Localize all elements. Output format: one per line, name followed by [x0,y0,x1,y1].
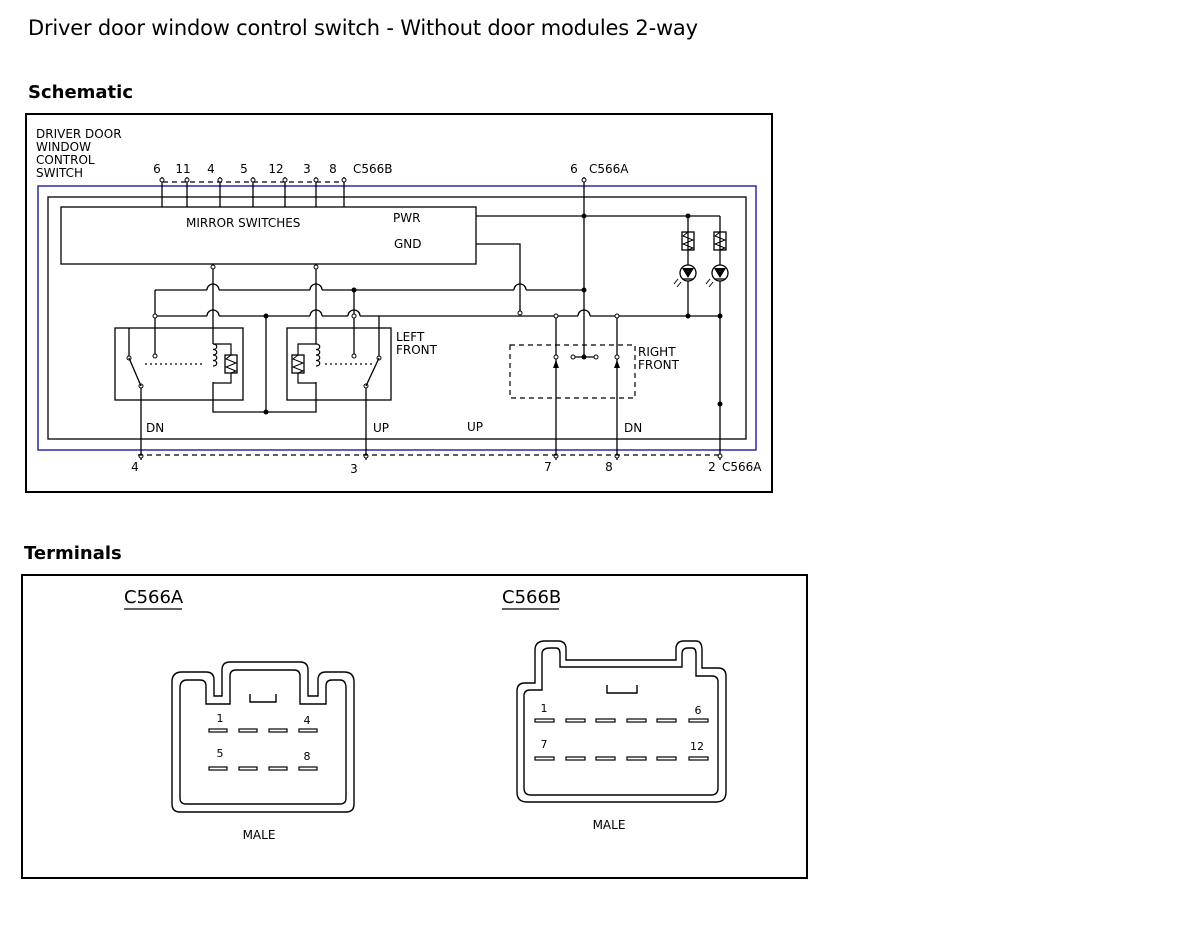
bottom-connector-label: C566A [722,460,762,474]
pwr-label: PWR [393,211,420,225]
pin-label: 4 [131,460,139,474]
pin-label: 5 [217,747,224,760]
switch-assembly-outline [37,185,757,451]
connector-a-pin-labels: 4 3 7 8 2 C566A [131,460,762,476]
pin-label: 7 [544,460,552,474]
switch-housing [47,196,747,440]
pin-label: 6 [570,162,578,176]
pin-label: 6 [695,704,702,717]
connector-b-gender: MALE [593,818,626,832]
left-front-label: LEFT FRONT [396,330,438,357]
junction-dots [263,213,723,415]
schematic-frame [25,113,773,493]
switch-name-label: DRIVER DOOR WINDOW CONTROL SWITCH [36,127,122,180]
svg-text:FRONT: FRONT [638,358,680,372]
connector-b-label: C566B [353,162,393,176]
svg-text:SWITCH: SWITCH [36,166,83,180]
right-front-label: RIGHT FRONT [638,345,680,372]
connector-a-face [171,661,355,813]
svg-text:DRIVER DOOR: DRIVER DOOR [36,127,122,141]
pin-label: 1 [541,702,548,715]
pin-label: 6 [153,162,161,176]
connector-b-face [516,640,727,803]
pin-label: 8 [304,750,311,763]
pin-label: 3 [303,162,311,176]
connector-b-pins [534,718,709,761]
section-schematic-heading: Schematic [28,82,134,103]
svg-text:CONTROL: CONTROL [36,153,95,167]
up-left-label: UP [373,421,389,435]
svg-text:WINDOW: WINDOW [36,140,91,154]
gnd-label: GND [394,237,422,251]
pin-label: 1 [217,712,224,725]
dn-left-label: DN [146,421,164,435]
pin-label: 7 [541,738,548,751]
connector-a-name: C566A [124,587,184,608]
connector-a-label: C566A [589,162,629,176]
pin-label: 2 [708,460,716,474]
pin-label: 4 [207,162,215,176]
pin-label: 8 [605,460,613,474]
dn-right-label: DN [624,421,642,435]
pin-label: 5 [240,162,248,176]
page-title: Driver door window control switch - With… [28,16,698,40]
led-indicator-1 [673,231,697,288]
section-terminals-heading: Terminals [24,543,122,564]
left-front-switch-dn [114,327,244,401]
mirror-switches-label: MIRROR SWITCHES [186,216,300,230]
pin-label: 8 [329,162,337,176]
connector-a-gender: MALE [243,828,276,842]
pin-label: 11 [175,162,190,176]
svg-text:LEFT: LEFT [396,330,425,344]
connector-a-pins [208,728,318,771]
pin-label: 3 [350,462,358,476]
terminals-frame [21,574,808,879]
pin-label: 4 [304,714,311,727]
connector-b-pin-labels: 6 11 4 5 12 3 8 C566B 6 C566A [153,162,629,176]
right-front-switch [509,344,636,399]
svg-text:RIGHT: RIGHT [638,345,676,359]
led-indicator-2 [705,231,729,288]
left-front-switch-up [286,327,392,401]
connector-b-name: C566B [502,587,561,608]
pin-label: 12 [268,162,283,176]
svg-text:FRONT: FRONT [396,343,438,357]
mirror-switches-block [60,206,477,265]
pin-label: 12 [690,740,704,753]
up-mid-label: UP [467,420,483,434]
